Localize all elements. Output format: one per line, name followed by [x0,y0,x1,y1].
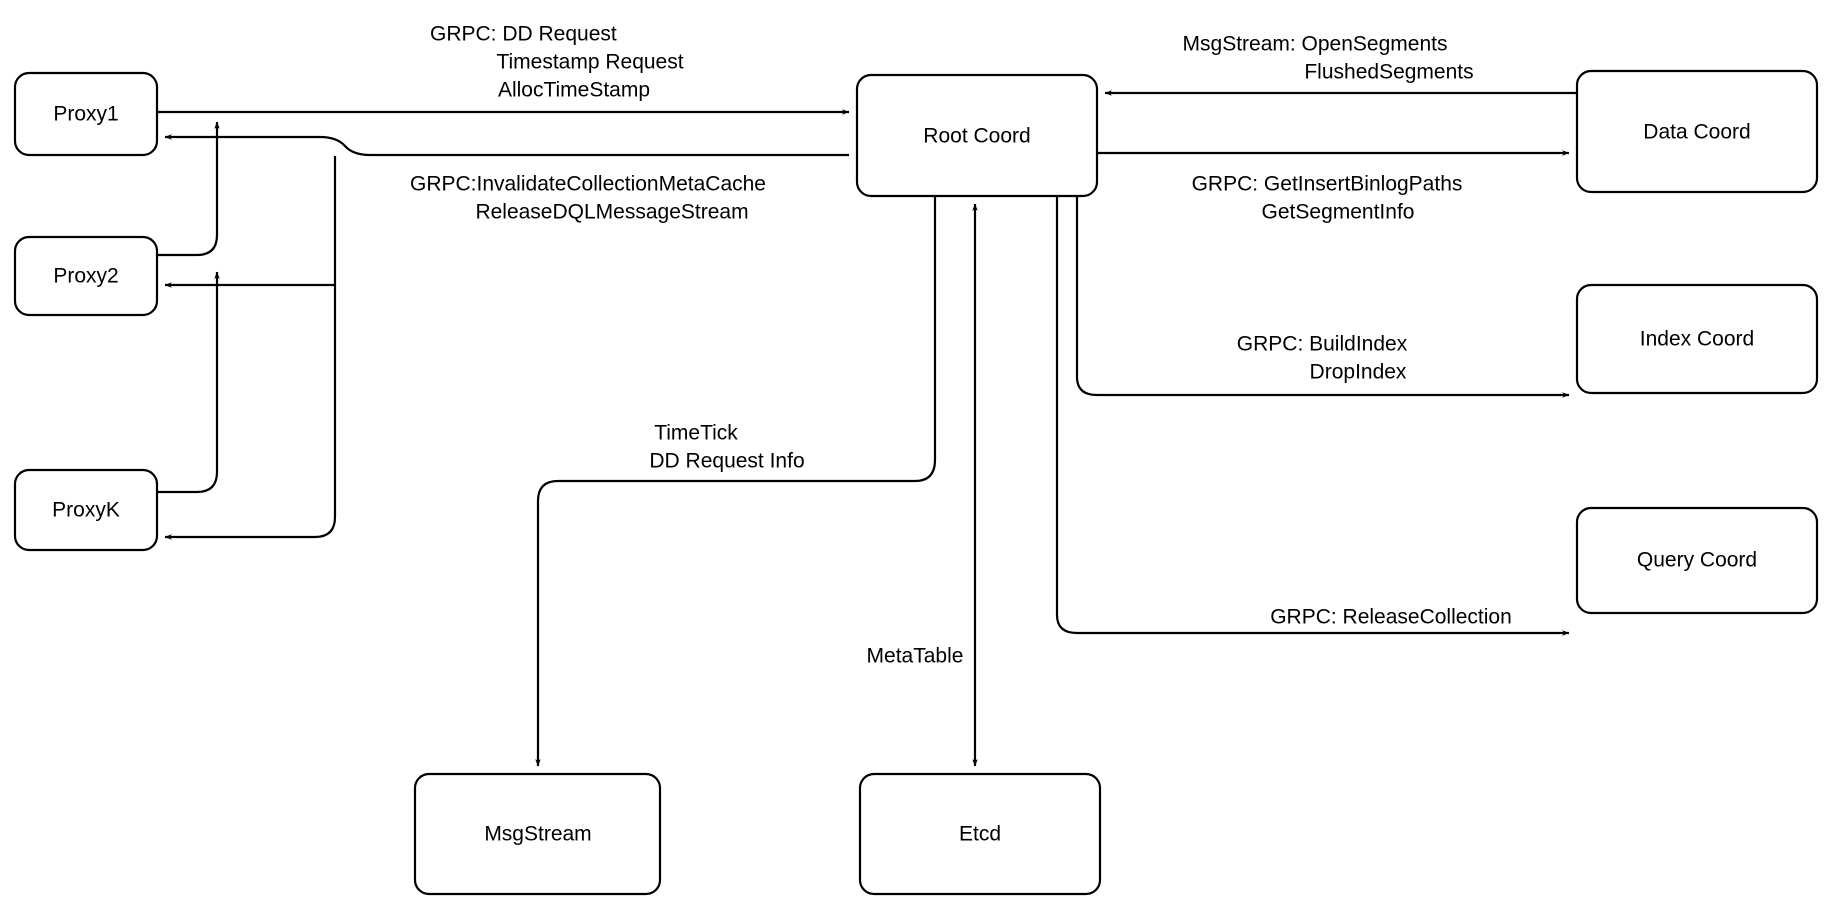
edge-proxyk-merge-up [157,271,220,494]
node-proxy1-label: Proxy1 [53,103,118,126]
node-proxyk[interactable]: ProxyK [13,468,159,552]
node-proxy1-shape[interactable] [13,71,159,157]
edge-label-line: MsgStream: OpenSegments [1183,33,1448,56]
edge-label-line: Timestamp Request [496,51,683,74]
edge-label-datacoord-to-root-coord: MsgStream: OpenSegments FlushedSegments [1183,33,1474,84]
edge-label-root-coord-to-querycoord: GRPC: ReleaseCollection [1270,606,1512,629]
edge-root-coord-to-msgstream [535,196,937,767]
nodes-layer: Proxy1 Proxy2 ProxyK Root Coord Data Coo… [13,69,1819,896]
edge-root-coord-right-spine [1075,196,1570,398]
edge-label-root-coord-to-indexcoord: GRPC: BuildIndex DropIndex [1237,333,1408,384]
node-data-coord-label: Data Coord [1643,121,1750,144]
node-etcd-label: Etcd [959,823,1001,846]
edge-label-root-coord-to-msgstream: TimeTick DD Request Info [649,422,804,473]
edge-label-root-coord-to-proxies: GRPC:InvalidateCollectionMetaCache Relea… [410,173,766,224]
node-proxy2-label: Proxy2 [53,265,118,288]
edge-label-proxy-to-root-coord: GRPC: DD Request Timestamp Request Alloc… [430,23,684,102]
edge-label-line: GRPC: BuildIndex [1237,333,1408,356]
node-data-coord[interactable]: Data Coord [1575,69,1819,194]
node-query-coord-label: Query Coord [1637,549,1757,572]
edge-label-line: DD Request Info [649,450,804,473]
node-root-coord-label: Root Coord [923,125,1030,148]
edge-root-return-spine [164,156,337,540]
node-query-coord-shape[interactable] [1575,506,1819,615]
node-index-coord-label: Index Coord [1640,328,1754,351]
edge-label-line: TimeTick [654,422,738,445]
node-index-coord-shape[interactable] [1575,283,1819,395]
node-msgstream-shape[interactable] [413,772,662,896]
edges-layer [157,90,1577,767]
edge-label-line: GRPC: GetInsertBinlogPaths [1192,173,1463,196]
edge-label-line: MetaTable [867,645,964,668]
edge-label-line: FlushedSegments [1304,61,1473,84]
edge-label-line: ReleaseDQLMessageStream [475,201,748,224]
node-root-coord-shape[interactable] [855,73,1099,198]
edge-proxy2-merge-up [157,121,220,257]
node-index-coord[interactable]: Index Coord [1575,283,1819,395]
edge-labels-layer: GRPC: DD Request Timestamp Request Alloc… [410,23,1512,668]
edge-label-line: AllocTimeStamp [498,79,650,102]
edge-label-line: GRPC: DD Request [430,23,617,46]
node-data-coord-shape[interactable] [1575,69,1819,194]
edge-root-to-proxy1 [164,134,849,157]
node-msgstream-label: MsgStream [484,823,591,846]
edge-label-line: GRPC:InvalidateCollectionMetaCache [410,173,766,196]
edge-label-line: GetSegmentInfo [1262,201,1415,224]
edge-label-root-coord-to-datacoord: GRPC: GetInsertBinlogPaths GetSegmentInf… [1192,173,1463,224]
edge-label-line: GRPC: ReleaseCollection [1270,606,1512,629]
node-proxyk-label: ProxyK [52,499,120,522]
node-etcd[interactable]: Etcd [858,772,1102,896]
node-proxy2[interactable]: Proxy2 [13,235,159,317]
node-proxy1[interactable]: Proxy1 [13,71,159,157]
edge-root-coord-to-querycoord [1055,196,1570,636]
edge-label-line: DropIndex [1310,361,1407,384]
node-root-coord[interactable]: Root Coord [855,73,1099,198]
node-proxy2-shape[interactable] [13,235,159,317]
node-etcd-shape[interactable] [858,772,1102,896]
node-query-coord[interactable]: Query Coord [1575,506,1819,615]
node-proxyk-shape[interactable] [13,468,159,552]
node-msgstream[interactable]: MsgStream [413,772,662,896]
edge-label-root-coord-to-etcd: MetaTable [867,645,964,668]
